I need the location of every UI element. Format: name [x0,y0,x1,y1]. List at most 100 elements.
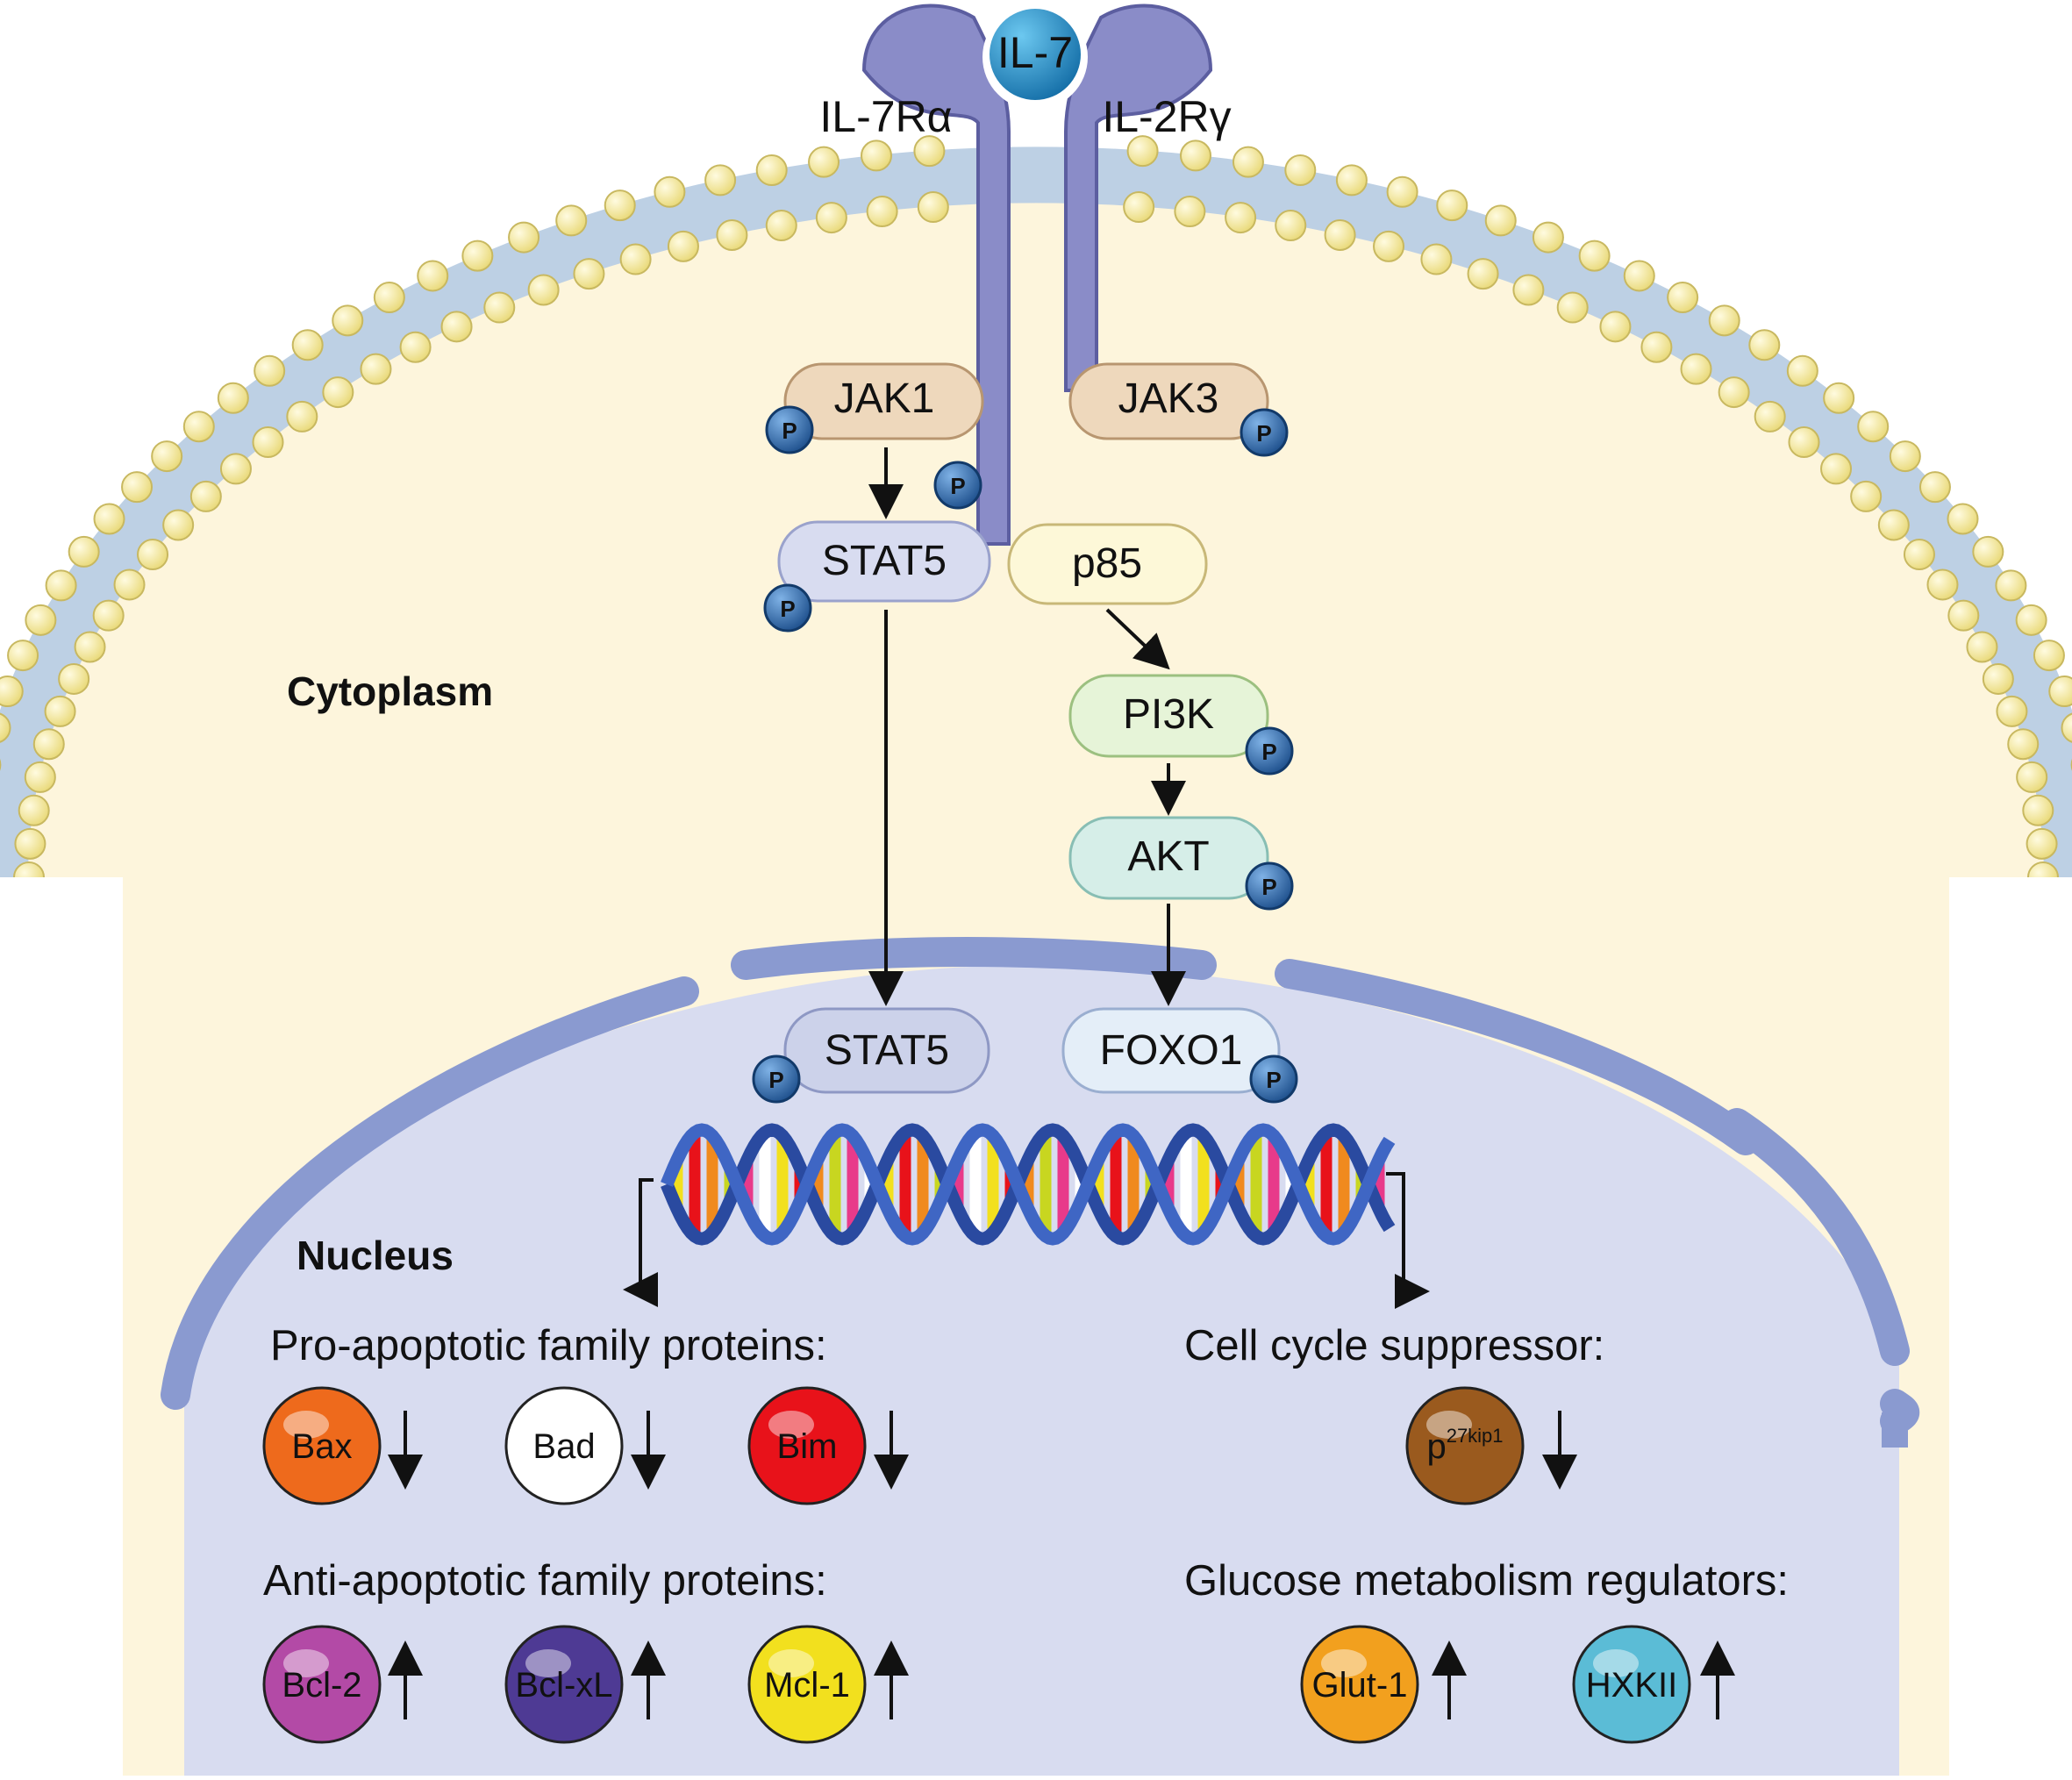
lipid-head [1824,383,1854,413]
lipid-head [0,676,23,706]
lipid-head [1600,311,1630,341]
lipid-head [509,223,539,253]
stat5-cyto-label: STAT5 [822,538,947,584]
lipid-head [1755,402,1785,432]
lipid-head [1668,282,1697,312]
lipid-head [2017,605,2047,635]
lipid-head [163,510,193,540]
foxo1-label: FOXO1 [1100,1027,1243,1074]
lipid-head [19,796,49,826]
lipid-head [1749,330,1779,360]
lipid-head [1225,203,1255,232]
lipid-head [1904,540,1934,569]
lipid-head [1421,245,1451,275]
lipid-head [654,177,684,207]
lipid-head [375,282,404,312]
lipid-head [1997,697,2026,726]
phosphate-label: P [768,1067,783,1093]
pi3k-label: PI3K [1123,691,1214,738]
lipid-head [868,197,897,226]
phosphate-label: P [950,473,965,499]
lipid-head [8,640,38,670]
lipid-head [1973,537,2003,567]
envelope-fragment [1882,1412,1908,1448]
lipid-head [1625,261,1654,290]
lipid-head [1641,332,1671,362]
lipid-head [253,427,282,457]
lipid-head [2027,829,2057,859]
lipid-head [94,601,124,631]
lipid-head [1437,190,1467,220]
cytoplasm-label: Cytoplasm [287,668,493,714]
lipid-head [1851,482,1881,511]
jak3-label: JAK3 [1118,375,1219,422]
lipid-head [767,211,797,240]
lipid-head [2008,729,2038,759]
glucose-title: Glucose metabolism regulators: [1184,1557,1789,1605]
lipid-head [75,632,105,661]
lipid-head [1337,165,1367,195]
phosphate-label: P [1266,1067,1281,1093]
lipid-head [46,697,75,726]
lipid-head [1967,632,1997,661]
lipid-head [152,441,182,471]
il7r-alpha-label: IL-7Rα [819,92,952,141]
phosphate-label: P [1261,874,1276,900]
lipid-head [1513,275,1543,304]
il7-label: IL-7 [997,28,1073,77]
lipid-head [2034,640,2064,670]
phosphate-label: P [780,596,795,622]
lipid-head [1175,197,1204,226]
phosphate-label: P [1256,420,1271,447]
akt-label: AKT [1127,833,1209,880]
protein-label: Mcl-1 [764,1666,850,1705]
lipid-head [1275,211,1305,240]
lipid-head [2049,676,2072,706]
lipid-head [59,664,89,694]
lipid-head [1948,601,1978,631]
il2r-gamma-label: IL-2Rγ [1102,92,1231,141]
lipid-head [218,383,248,413]
protein-label: Glut-1 [1312,1666,1408,1705]
lipid-head [122,472,152,502]
lipid-head [529,275,559,304]
lipid-head [1858,411,1888,441]
lipid-head [1285,155,1315,185]
protein-label: Bcl-xL [515,1666,612,1705]
lipid-head [401,332,431,362]
lipid-head [1710,305,1740,335]
lipid-head [323,377,353,407]
lipid-head [1486,205,1516,235]
p85-label: p85 [1072,540,1142,587]
lipid-head [861,140,891,170]
lipid-head [1558,293,1588,323]
lipid-head [1468,259,1498,289]
lipid-head [1233,147,1263,177]
lipid-head [668,232,698,261]
lipid-head [115,569,145,599]
lipid-head [138,540,168,569]
lipid-head [191,482,221,511]
lipid-head [1181,140,1211,170]
lipid-head [418,261,447,290]
phosphate-label: P [782,418,797,444]
lipid-head [221,454,251,483]
lipid-head [442,311,472,341]
stat5-nuc-label: STAT5 [825,1027,949,1074]
lipid-head [1927,569,1957,599]
lipid-head [2017,762,2047,792]
phosphate-label: P [1261,739,1276,765]
protein-label: Bad [532,1427,595,1466]
lipid-head [1947,504,1977,533]
lipid-head [1788,356,1818,386]
lipid-head [25,762,55,792]
cell-cycle-title: Cell cycle suppressor: [1184,1322,1604,1369]
nucleus-label: Nucleus [297,1233,454,1278]
lipid-head [1821,454,1851,483]
lipid-head [605,190,635,220]
lipid-head [705,165,735,195]
lipid-head [1388,177,1418,207]
lipid-head [254,356,284,386]
